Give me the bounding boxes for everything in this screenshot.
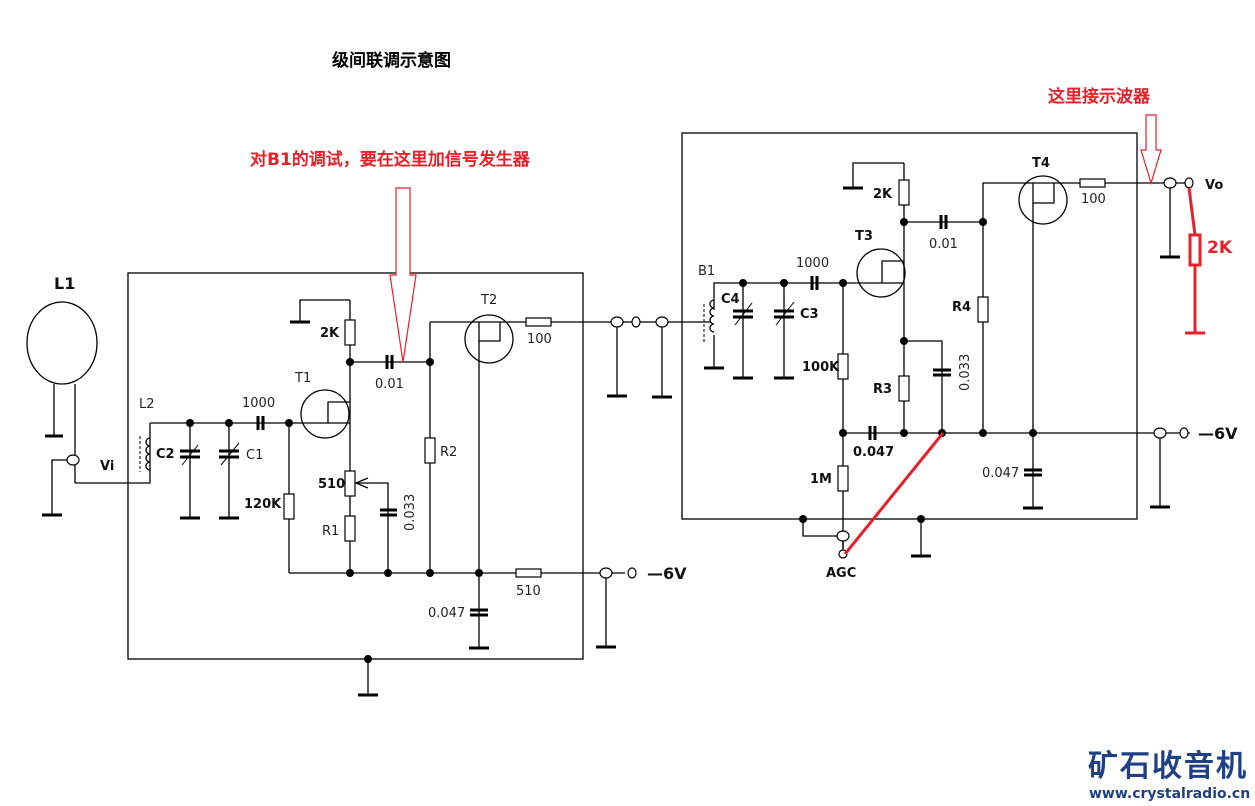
oscilloscope-note: 这里接示波器 [1048, 86, 1151, 107]
r4-label: R4 [952, 300, 971, 315]
resistor-icon [525, 317, 552, 327]
r2-label: R2 [440, 445, 457, 460]
stage1-module-box [127, 272, 584, 660]
t2-label: T2 [480, 293, 497, 308]
input-label: Vi [100, 459, 114, 474]
interstage-cap-label: 0.01 [375, 377, 404, 392]
supply2-label: —6V [1198, 424, 1238, 443]
resistor-icon [344, 319, 356, 346]
bypass-cap2-label: 0.033 [958, 354, 973, 391]
connector-terminal[interactable] [610, 316, 624, 328]
resistor-icon [1079, 178, 1106, 188]
agc-label: AGC [826, 566, 856, 581]
output-label: Vo [1205, 178, 1223, 193]
load-resistor-icon [1188, 233, 1202, 267]
antenna-label: L1 [54, 274, 75, 293]
variable-capacitor-icon [220, 442, 240, 466]
pot-label: 510 [318, 477, 345, 492]
load-resistor-label: 2K [320, 326, 340, 341]
r1-label: R1 [322, 524, 339, 539]
bias-resistor2-label: 100K [802, 360, 840, 375]
output-resistor2-label: 100 [1081, 192, 1106, 207]
input-terminal[interactable] [66, 454, 80, 466]
coupling-cap2-label: 1000 [796, 256, 829, 271]
resistor-icon [837, 353, 849, 380]
cap-c2-label: C2 [156, 447, 175, 462]
resistor-icon [898, 375, 910, 402]
t3-label: T3 [855, 229, 873, 244]
variable-capacitor-icon [775, 301, 795, 326]
variable-capacitor-icon [181, 444, 199, 466]
transistor-t3-icon [856, 248, 906, 298]
antenna-loop-icon [26, 301, 98, 385]
t1-label: T1 [294, 371, 311, 386]
r3-label: R3 [873, 382, 892, 397]
supply-terminal[interactable] [1179, 427, 1189, 439]
connector-terminal[interactable] [655, 316, 669, 328]
load-resistor2-label: 2K [873, 187, 893, 202]
agc-jumper-wire [843, 432, 945, 555]
bypass-cap-label: 0.033 [403, 494, 418, 531]
variable-capacitor-icon [734, 302, 753, 326]
agc-resistor-label: 1M [810, 472, 832, 487]
supply-label: —6V [647, 564, 687, 583]
filter-cap-label: 0.047 [428, 606, 465, 621]
arrow-down-icon [1140, 114, 1162, 186]
supply-resistor-label: 510 [516, 584, 541, 599]
supply-terminal[interactable] [627, 567, 637, 579]
resistor-icon [898, 179, 910, 206]
transistor-t1-icon [300, 389, 350, 439]
output-resistor-label: 100 [527, 332, 552, 347]
supply-terminal[interactable] [1153, 427, 1167, 439]
logo-name: 矿石收音机 [1088, 749, 1248, 784]
coupling-cap-label: 1000 [242, 396, 275, 411]
coil-icon [145, 437, 151, 471]
diagram-title: 级间联调示意图 [332, 50, 451, 71]
resistor-icon [344, 515, 356, 542]
resistor-icon [515, 568, 542, 578]
cap-c1-label: C1 [246, 448, 263, 463]
coil-l2-label: L2 [139, 397, 155, 412]
potentiometer-icon [344, 470, 356, 497]
transformer-icon [709, 299, 715, 333]
resistor-icon [283, 493, 295, 520]
output-terminal[interactable] [1184, 177, 1194, 189]
t4-label: T4 [1032, 156, 1050, 171]
resistor-icon [424, 437, 436, 464]
resistor-icon [837, 465, 849, 492]
transformer-b1-label: B1 [698, 264, 715, 279]
cap-c3-label: C3 [800, 307, 819, 322]
arrow-down-icon [389, 187, 417, 363]
stage2-module-box [681, 132, 1138, 520]
transistor-t2-icon [464, 314, 514, 364]
agc-terminal[interactable] [836, 530, 850, 542]
resistor-icon [977, 296, 989, 323]
output-terminal[interactable] [1163, 177, 1177, 189]
load-label: 2K [1207, 238, 1233, 258]
bias-resistor-label: 120K [244, 497, 282, 512]
agc-cap-label: 0.047 [853, 445, 894, 460]
interstage-cap2-label: 0.01 [929, 237, 958, 252]
signal-generator-note: 对B1的调试，要在这里加信号发生器 [250, 149, 531, 170]
filter-cap2-label: 0.047 [982, 466, 1019, 481]
connector-terminal[interactable] [631, 316, 641, 328]
transistor-t4-icon [1018, 175, 1068, 225]
logo-url[interactable]: www.crystalradio.cn [1089, 786, 1250, 802]
cap-c4-label: C4 [721, 292, 740, 307]
supply-terminal[interactable] [599, 567, 613, 579]
